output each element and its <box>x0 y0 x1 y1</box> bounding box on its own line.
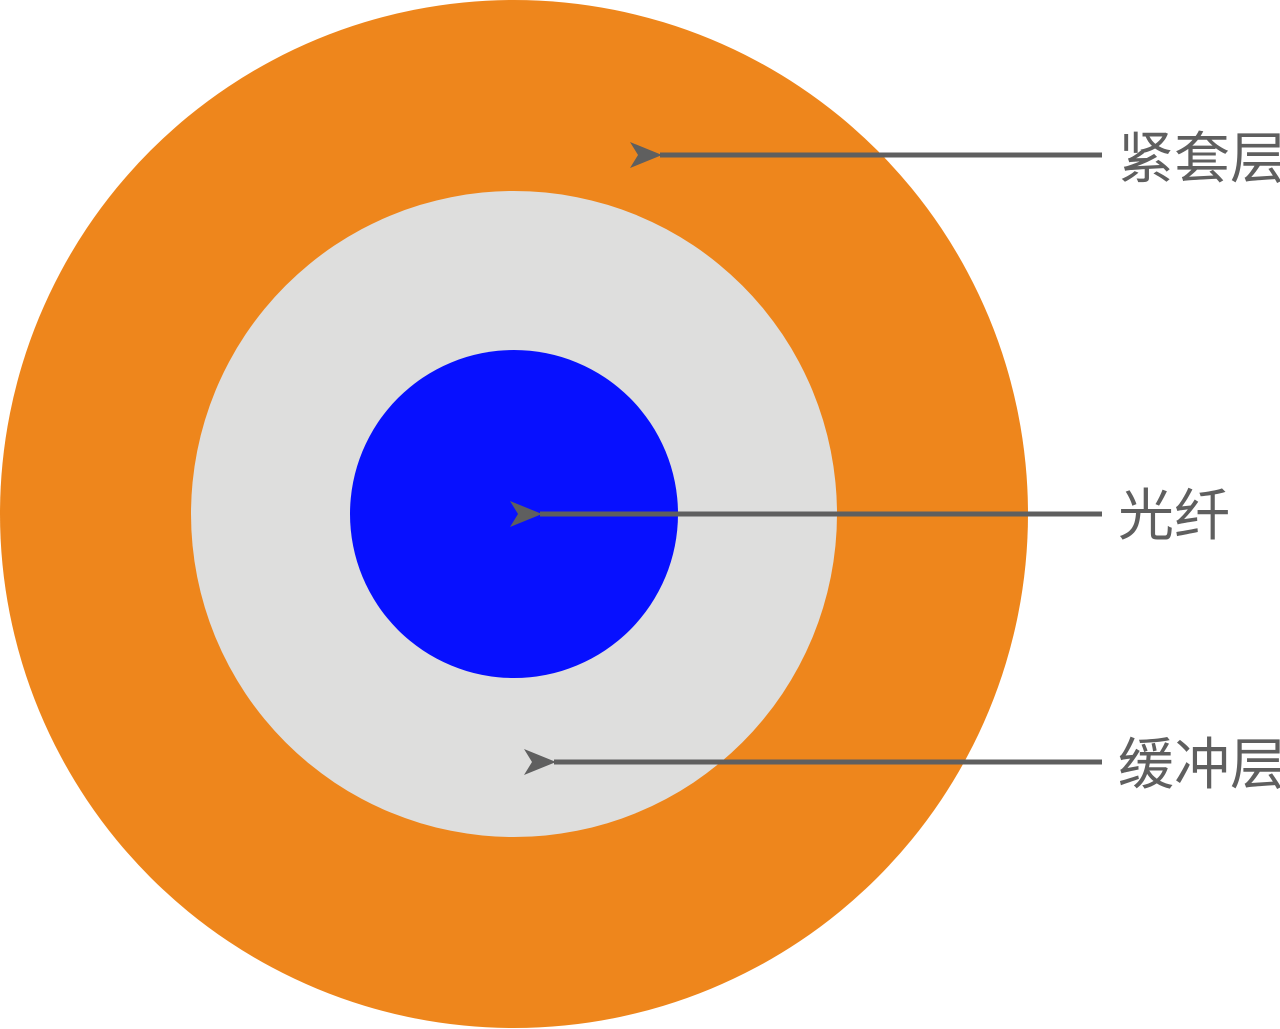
fiber-label: 光纤 <box>1118 484 1230 549</box>
buffer-label: 缓冲层 <box>1118 733 1280 798</box>
tight-jacket-label: 紧套层 <box>1118 127 1280 192</box>
